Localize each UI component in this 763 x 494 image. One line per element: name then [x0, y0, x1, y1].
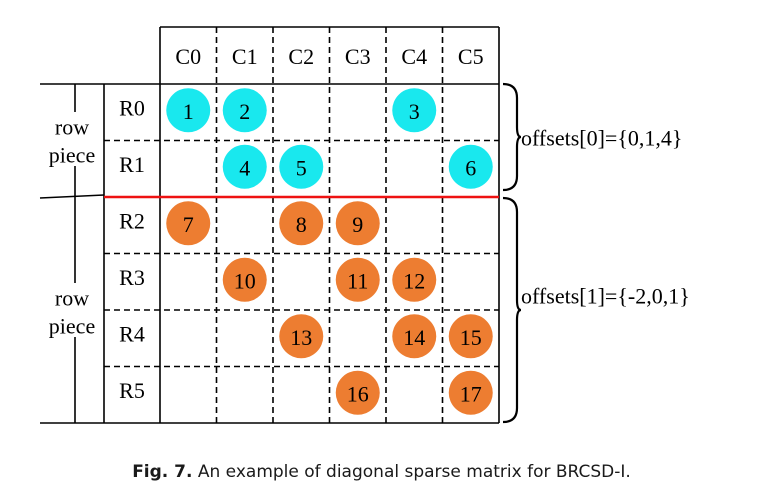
matrix-element-circle	[335, 257, 380, 302]
matrix-element-circle	[166, 201, 211, 246]
matrix-element-label: 15	[460, 325, 482, 350]
matrix-element-circle	[392, 257, 437, 302]
matrix-element-circle	[279, 314, 324, 359]
offsets-brace-1	[502, 196, 522, 424]
matrix-element-circle	[448, 314, 493, 359]
matrix-element-label: 8	[296, 212, 307, 237]
offsets-label-0: offsets[0]={0,1,4}	[521, 126, 682, 151]
column-header-c0: C0	[175, 44, 201, 69]
row-label-r3: R3	[119, 265, 145, 290]
row-label-r2: R2	[119, 209, 145, 234]
row-label-r0: R0	[119, 96, 145, 121]
matrix-element-label: 13	[290, 325, 312, 350]
matrix-element-label: 4	[239, 155, 250, 180]
column-header-c3: C3	[345, 44, 371, 69]
matrix-element-circle	[392, 314, 437, 359]
matrix-element-circle	[279, 144, 324, 189]
matrix-element-circle	[166, 88, 211, 133]
matrix-element-circle	[392, 88, 437, 133]
offsets-label-1: offsets[1]={-2,0,1}	[521, 284, 690, 309]
matrix-element-circle	[335, 201, 380, 246]
row-piece-label-line1: row	[55, 286, 89, 311]
column-header-c4: C4	[401, 44, 427, 69]
row-label-r5: R5	[119, 378, 145, 403]
row-piece-label-bg	[40, 283, 102, 337]
matrix-element-label: 9	[352, 212, 363, 237]
matrix-element-label: 3	[409, 99, 420, 124]
matrix-element-label: 1	[183, 99, 194, 124]
matrix-element-label: 2	[239, 99, 250, 124]
matrix-element-label: 6	[465, 155, 476, 180]
column-header-c1: C1	[232, 44, 258, 69]
figure-caption-text: An example of diagonal sparse matrix for…	[192, 462, 631, 482]
figure-caption: Fig. 7. An example of diagonal sparse ma…	[0, 462, 763, 482]
matrix-element-circle	[335, 370, 380, 415]
row-piece-separator-line	[39, 194, 105, 199]
matrix-element-label: 11	[347, 268, 368, 293]
matrix-element-circle	[448, 370, 493, 415]
matrix-element-circle	[279, 201, 324, 246]
row-label-r4: R4	[119, 322, 145, 347]
matrix-element-label: 16	[347, 381, 369, 406]
column-header-c5: C5	[458, 44, 484, 69]
row-piece-label-line2: piece	[49, 143, 95, 168]
matrix-element-label: 17	[460, 381, 482, 406]
row-piece-label-line2: piece	[49, 314, 95, 339]
row-piece-label-line1: row	[55, 115, 89, 140]
matrix-element-circle	[222, 88, 267, 133]
matrix-element-label: 5	[296, 155, 307, 180]
matrix-element-circle	[448, 144, 493, 189]
matrix-element-label: 12	[403, 268, 425, 293]
column-header-c2: C2	[288, 44, 314, 69]
matrix-element-circle	[222, 144, 267, 189]
matrix-element-label: 14	[403, 325, 425, 350]
row-label-r1: R1	[119, 152, 145, 177]
offsets-brace-0	[502, 82, 522, 192]
matrix-element-circle	[222, 257, 267, 302]
matrix-element-label: 7	[183, 212, 194, 237]
row-piece-label-bg	[40, 112, 102, 166]
figure-caption-label: Fig. 7.	[132, 462, 193, 482]
matrix-element-label: 10	[234, 268, 256, 293]
